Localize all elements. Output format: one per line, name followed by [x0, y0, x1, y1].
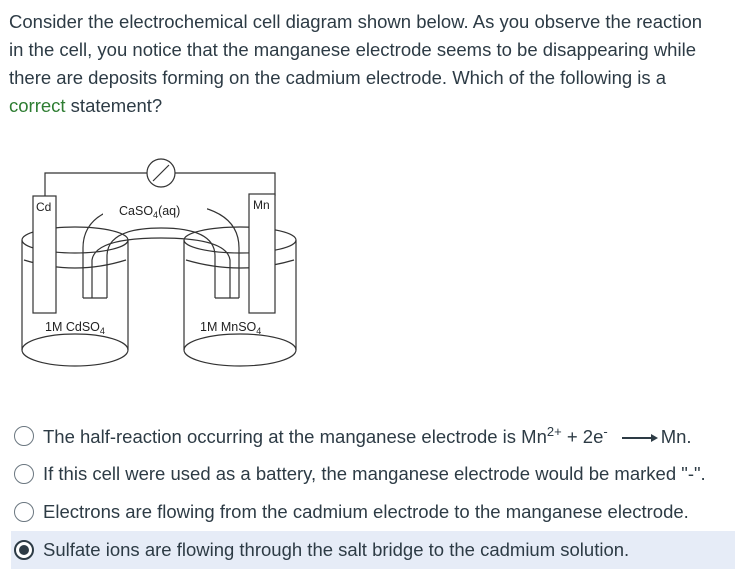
radio-button[interactable] [14, 464, 34, 484]
left-solution-label: 1M CdSO4 [45, 320, 105, 336]
highlighted-word: correct [9, 95, 66, 116]
answer-option-3[interactable]: Electrons are flowing from the cadmium e… [11, 493, 735, 531]
question-line-2: in the cell, you notice that the mangane… [9, 39, 696, 60]
question-line-1: Consider the electrochemical cell diagra… [9, 11, 703, 32]
option-label: Electrons are flowing from the cadmium e… [43, 501, 689, 522]
cd-label: Cd [36, 200, 51, 214]
question-line-3: there are deposits forming on the cadmiu… [9, 67, 667, 88]
cadmium-electrode [32, 195, 57, 314]
answer-option-2[interactable]: If this cell were used as a battery, the… [11, 455, 735, 493]
answer-options: The half-reaction occurring at the manga… [11, 417, 735, 569]
right-solution-label: 1M MnSO4 [200, 320, 261, 336]
answer-option-4[interactable]: Sulfate ions are flowing through the sal… [11, 531, 735, 569]
salt-bridge-label: CaSO4(aq) [119, 204, 180, 220]
salt-bridge [82, 202, 240, 299]
reaction-arrow-icon [621, 433, 658, 443]
manganese-electrode [248, 193, 276, 314]
mn-label: Mn [253, 198, 270, 212]
option-label: The half-reaction occurring at the manga… [43, 423, 692, 448]
option-label: Sulfate ions are flowing through the sal… [43, 539, 630, 560]
question-text: Consider the electrochemical cell diagra… [9, 8, 739, 120]
radio-button-selected[interactable] [14, 540, 34, 560]
option-label: If this cell were used as a battery, the… [43, 463, 706, 484]
answer-option-1[interactable]: The half-reaction occurring at the manga… [11, 417, 735, 455]
right-beaker [183, 226, 297, 367]
radio-button[interactable] [14, 426, 34, 446]
question-line-4: correct statement? [9, 95, 163, 116]
electrochemical-cell-diagram: Cd Mn CaSO4(aq) 1M CdSO4 1M MnSO4 [21, 158, 297, 367]
radio-button[interactable] [14, 502, 34, 522]
